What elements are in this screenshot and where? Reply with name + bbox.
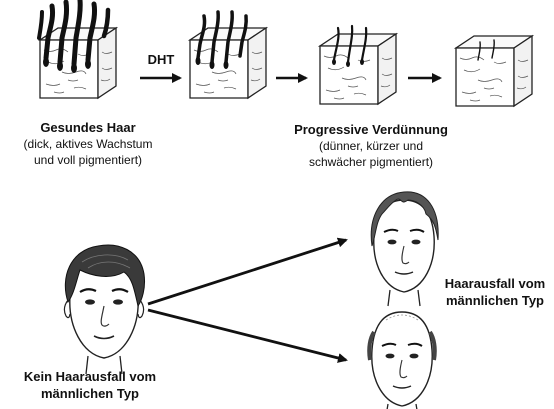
face-receding-hairline bbox=[371, 192, 438, 306]
arrow-to-early-loss bbox=[148, 240, 346, 304]
male-pattern-loss-line-2: männlichen Typ bbox=[438, 293, 552, 309]
hair-block-healthy bbox=[39, 0, 116, 98]
hair-block-stage-2 bbox=[190, 12, 266, 98]
progressive-thinning-title: Progressive Verdünnung bbox=[276, 122, 466, 138]
dht-label: DHT bbox=[136, 52, 186, 68]
healthy-hair-line-2: und voll pigmentiert) bbox=[0, 153, 176, 168]
arrow-to-advanced-loss bbox=[148, 310, 346, 360]
face-advanced-hair-loss bbox=[369, 312, 435, 409]
progressive-thinning-line-2: schwächer pigmentiert) bbox=[276, 155, 466, 170]
hair-block-stage-3 bbox=[320, 26, 396, 104]
healthy-hair-line-1: (dick, aktives Wachstum bbox=[0, 137, 176, 152]
progressive-thinning-line-1: (dünner, kürzer und bbox=[276, 139, 466, 154]
healthy-hair-title: Gesundes Haar bbox=[0, 120, 176, 136]
no-hair-loss-line-1: Kein Haarausfall vom bbox=[10, 369, 170, 385]
hair-block-stage-4 bbox=[456, 36, 532, 106]
no-hair-loss-line-2: männlichen Typ bbox=[10, 386, 170, 402]
face-full-hair bbox=[64, 245, 144, 374]
male-pattern-loss-line-1: Haarausfall vom bbox=[438, 276, 552, 292]
